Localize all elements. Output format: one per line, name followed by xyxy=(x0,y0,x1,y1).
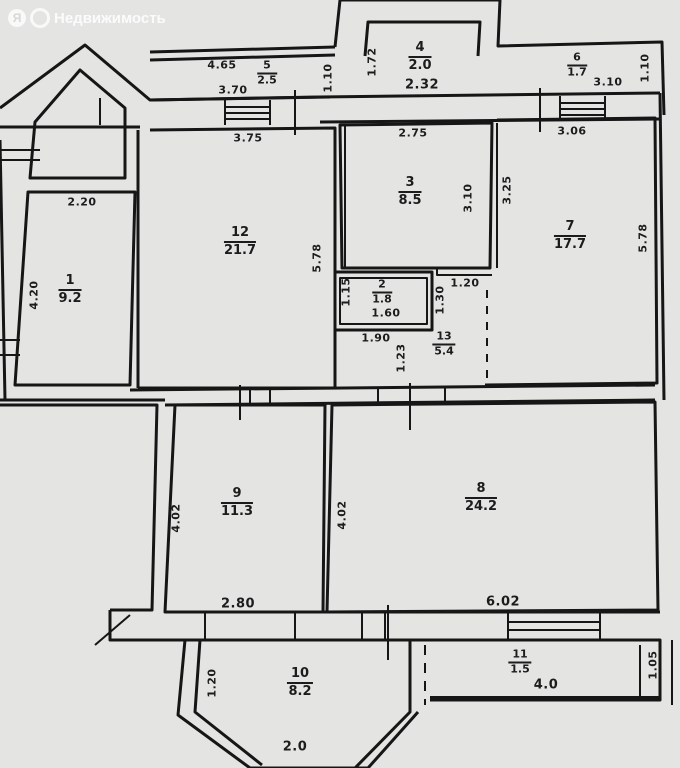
room-number: 5 xyxy=(257,59,277,75)
dimension-label: 5.78 xyxy=(310,243,324,273)
room-area: 1.7 xyxy=(567,65,587,79)
dimension-label: 2.20 xyxy=(67,195,97,209)
room-area: 8.2 xyxy=(288,684,312,699)
room-number: 13 xyxy=(432,330,456,346)
realty-ring-icon xyxy=(30,8,50,28)
dimension-label: 4.02 xyxy=(169,503,183,533)
room-number: 1 xyxy=(58,274,82,291)
room-9-label: 9 11.3 xyxy=(220,487,254,519)
room-6-label: 6 1.7 xyxy=(567,51,587,79)
dimension-label: 1.72 xyxy=(365,47,379,77)
room-number: 10 xyxy=(286,667,314,684)
dimension-label: 1.60 xyxy=(371,306,401,320)
room-11-label: 11 1.5 xyxy=(508,648,532,676)
dimension-label: 1.10 xyxy=(321,63,335,93)
room-number: 2 xyxy=(372,278,392,294)
room-area: 1.5 xyxy=(510,662,530,676)
room-8-label: 8 24.2 xyxy=(464,482,498,514)
dimension-label: 4.65 xyxy=(207,58,237,72)
dimension-label: 2.0 xyxy=(282,739,308,755)
room-number: 6 xyxy=(567,51,587,67)
room-4-label: 4 2.0 xyxy=(408,41,432,73)
dimension-label: 1.20 xyxy=(205,668,219,698)
room-area: 9.2 xyxy=(58,291,82,306)
room-13-label: 13 5.4 xyxy=(432,330,456,358)
room-area: 2.5 xyxy=(257,73,277,87)
watermark-brand: Недвижимость xyxy=(54,9,166,27)
room-1-label: 1 9.2 xyxy=(58,274,82,306)
dimension-label: 4.02 xyxy=(335,500,349,530)
room-number: 4 xyxy=(408,41,432,58)
dimension-label: 4.0 xyxy=(533,677,559,693)
room-number: 9 xyxy=(220,487,254,504)
room-area: 2.0 xyxy=(408,58,432,73)
dimension-label: 1.15 xyxy=(339,277,353,307)
dimension-label: 1.05 xyxy=(646,650,660,680)
room-number: 8 xyxy=(464,482,498,499)
dimension-label: 1.30 xyxy=(433,285,447,315)
room-area: 17.7 xyxy=(553,237,587,252)
room-area: 24.2 xyxy=(464,499,498,514)
dimension-label: 6.02 xyxy=(485,594,521,610)
yandex-realty-watermark: Я Недвижимость xyxy=(8,8,166,28)
dimension-label: 3.10 xyxy=(461,183,475,213)
room-area: 5.4 xyxy=(434,344,454,358)
room-5-label: 5 2.5 xyxy=(257,59,277,87)
room-7-label: 7 17.7 xyxy=(553,220,587,252)
room-area: 21.7 xyxy=(223,243,257,258)
room-area: 1.8 xyxy=(372,292,392,306)
dimension-label: 2.75 xyxy=(398,126,428,140)
room-10-label: 10 8.2 xyxy=(286,667,314,699)
dimension-label: 3.70 xyxy=(218,83,248,97)
room-number: 12 xyxy=(223,226,257,243)
dimension-label: 3.25 xyxy=(500,175,514,205)
yandex-logo-icon: Я xyxy=(8,9,26,27)
dimension-label: 1.20 xyxy=(450,276,480,290)
room-area: 11.3 xyxy=(220,504,254,519)
dimension-label: 4.20 xyxy=(27,280,41,310)
room-number: 3 xyxy=(398,176,422,193)
dimension-label: 2.80 xyxy=(220,596,256,612)
room-number: 7 xyxy=(553,220,587,237)
room-12-label: 12 21.7 xyxy=(223,226,257,258)
dimension-label: 5.78 xyxy=(636,223,650,253)
room-number: 11 xyxy=(508,648,532,664)
room-2-label: 2 1.8 xyxy=(372,278,392,306)
dimension-label: 3.10 xyxy=(593,75,623,89)
dimension-label: 3.06 xyxy=(557,124,587,138)
room-3-label: 3 8.5 xyxy=(398,176,422,208)
dimension-label: 1.23 xyxy=(394,343,408,373)
dimension-label: 2.32 xyxy=(404,77,440,93)
room-area: 8.5 xyxy=(398,193,422,208)
dimension-label: 3.75 xyxy=(233,131,263,145)
dimension-label: 1.10 xyxy=(638,53,652,83)
dimension-label: 1.90 xyxy=(361,331,391,345)
